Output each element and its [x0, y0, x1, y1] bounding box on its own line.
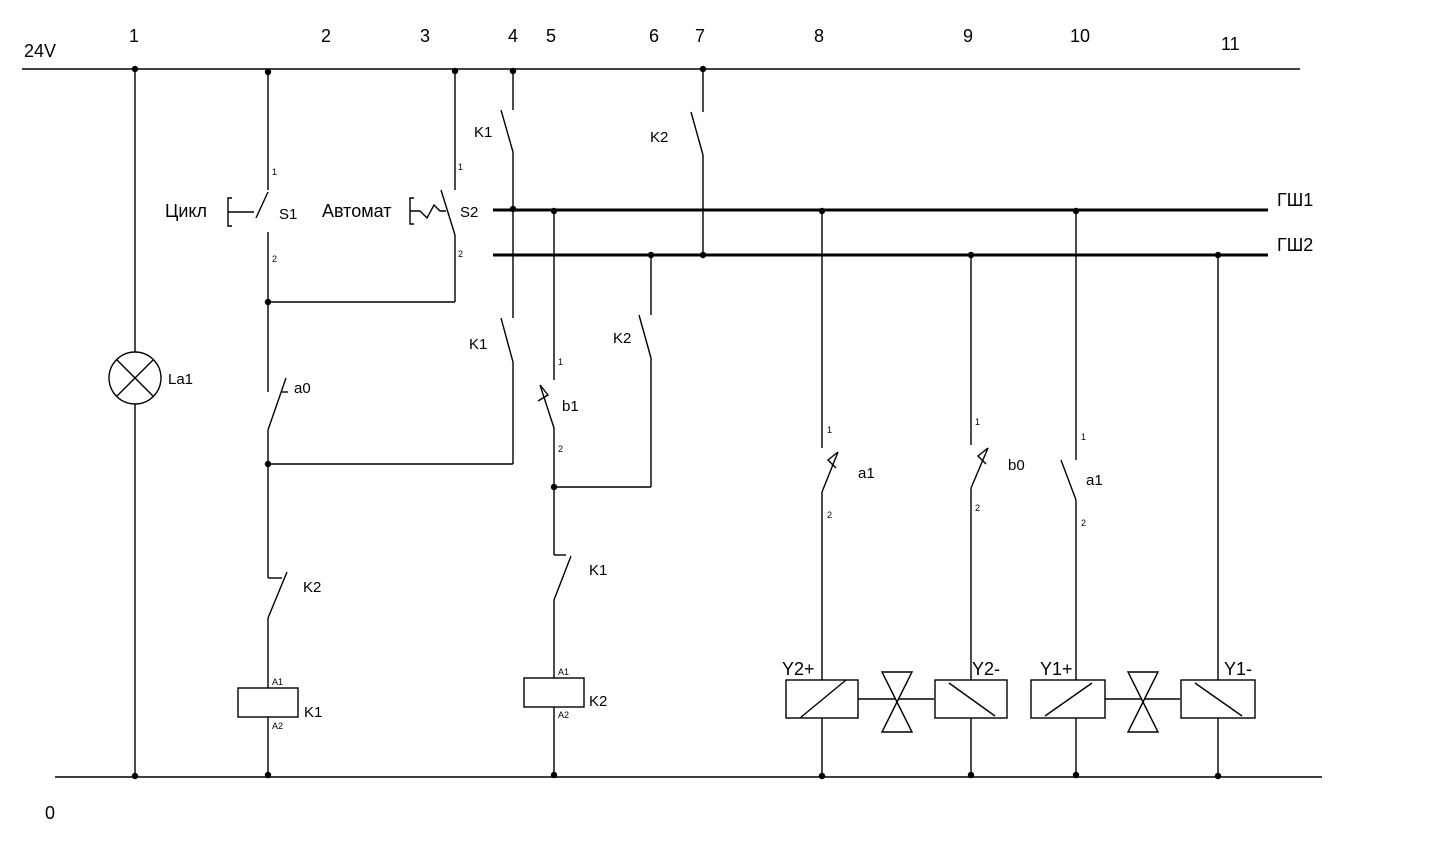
column-number: 11 [1221, 34, 1240, 54]
valve-y1-icon [1105, 671, 1180, 733]
svg-text:1: 1 [827, 425, 832, 435]
svg-text:1: 1 [458, 162, 463, 172]
bus-gsh1-label: ГШ1 [1277, 190, 1313, 210]
branch-y2-minus: 1 2 b0 Y2- [934, 255, 1025, 777]
svg-text:2: 2 [1081, 518, 1086, 528]
svg-text:A1: A1 [558, 667, 569, 677]
svg-text:2: 2 [272, 254, 277, 264]
k2-mid-contact [638, 314, 652, 359]
k1-top-contact [500, 109, 514, 153]
a1-right-contact [1060, 459, 1077, 501]
svg-text:A1: A1 [272, 677, 283, 687]
b1-roller [537, 384, 550, 402]
column-number: 8 [814, 26, 824, 46]
pushbutton-icon [227, 197, 254, 227]
column-number: 3 [420, 26, 430, 46]
b0-roller [976, 447, 989, 465]
svg-text:A2: A2 [272, 721, 283, 731]
branch-k2-coil: 1 2 b1 K1 A1 A2 K2 [523, 210, 651, 777]
column-number: 2 [321, 26, 331, 46]
b0-contact [970, 447, 989, 489]
a1-right-label: a1 [1086, 472, 1103, 489]
solenoid-y1-minus-label: Y1- [1224, 659, 1252, 679]
solenoid-y1-plus-label: Y1+ [1040, 659, 1073, 679]
svg-text:1: 1 [558, 357, 563, 367]
branch-y1-minus: Y1- [1180, 255, 1256, 777]
k1-low-label: K1 [589, 562, 607, 579]
a1-left-roller [826, 451, 839, 469]
relay-k2-coil [523, 677, 585, 708]
lamp-branch: La1 [108, 69, 193, 777]
column-number: 9 [963, 26, 973, 46]
relay-k1-coil [237, 687, 299, 718]
a1-left-contact [821, 451, 839, 493]
k2-mid-label: K2 [613, 330, 631, 347]
a1-left-label: a1 [858, 465, 875, 482]
k1-mid-label: K1 [469, 336, 487, 353]
a0-label: a0 [294, 380, 311, 397]
svg-text:1: 1 [272, 167, 277, 177]
supply-label: 24V [24, 41, 56, 61]
s2-contact [440, 189, 456, 236]
junction-dots [131, 65, 1222, 780]
svg-text:2: 2 [458, 249, 463, 259]
k1-mid-contact [500, 317, 514, 363]
s1-label: S1 [279, 206, 297, 223]
k1-low-contact [553, 555, 572, 601]
valve-y2-icon [858, 671, 934, 733]
column-number: 7 [695, 26, 705, 46]
svg-text:A2: A2 [558, 710, 569, 720]
k2-low-label: K2 [303, 579, 321, 596]
column-number: 5 [546, 26, 556, 46]
solenoid-y2-plus-label: Y2+ [782, 659, 815, 679]
s1-contact [255, 191, 269, 219]
branch-k2-top: K2 [650, 69, 704, 255]
relay-k1-label: K1 [304, 704, 322, 721]
branch-k2-mid: K2 [613, 255, 652, 487]
branch-k1-coil: 1 2 Цикл S1 a0 K2 A1 A2 K1 [165, 69, 513, 777]
svg-text:2: 2 [975, 503, 980, 513]
column-number: 6 [649, 26, 659, 46]
solenoid-y2-minus-label: Y2- [972, 659, 1000, 679]
svg-text:1: 1 [975, 417, 980, 427]
column-numbers: 1 2 3 4 5 6 7 8 9 10 11 [129, 26, 1240, 54]
column-number: 10 [1070, 26, 1090, 46]
branch-k1-contacts: K1 K1 [469, 69, 514, 464]
bus-gsh2-label: ГШ2 [1277, 235, 1313, 255]
b0-label: b0 [1008, 457, 1025, 474]
branch-s2: 1 2 Автомат S2 [322, 69, 478, 302]
b1-label: b1 [562, 398, 579, 415]
k1-top-label: K1 [474, 124, 492, 141]
column-number: 4 [508, 26, 518, 46]
cycle-button-caption: Цикл [165, 201, 207, 221]
column-number: 1 [129, 26, 139, 46]
branch-y1-plus: 1 2 a1 Y1+ [1030, 210, 1106, 777]
auto-switch-caption: Автомат [322, 201, 391, 221]
b1-contact [539, 384, 555, 429]
s2-label: S2 [460, 204, 478, 221]
k2-contact [267, 571, 288, 619]
k2-top-contact [690, 111, 704, 156]
svg-text:2: 2 [558, 444, 563, 454]
svg-text:1: 1 [1081, 432, 1086, 442]
k2-top-label: K2 [650, 129, 668, 146]
lamp-label: La1 [168, 371, 193, 388]
ground-label: 0 [45, 803, 55, 823]
relay-k2-label: K2 [589, 693, 607, 710]
branch-y2-plus: 1 2 a1 Y2+ [782, 210, 875, 777]
svg-text:2: 2 [827, 510, 832, 520]
a0-contact [267, 377, 287, 431]
latching-switch-icon [409, 197, 446, 225]
